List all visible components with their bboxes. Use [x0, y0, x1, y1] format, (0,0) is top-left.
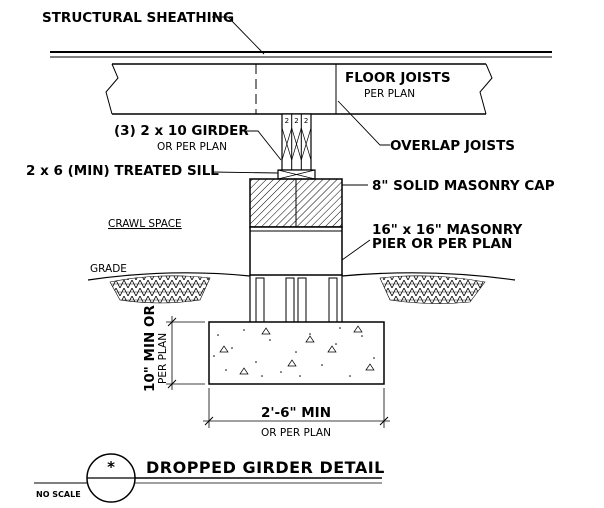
footing-height-dimension	[166, 316, 205, 390]
svg-text:2: 2	[304, 117, 308, 125]
scale-note: NO SCALE	[36, 490, 81, 499]
label-overlap-joists: OVERLAP JOISTS	[390, 138, 515, 154]
girder: 2 2 2	[281, 113, 312, 171]
treated-sill	[277, 169, 316, 180]
label-pier-line1: 16" x 16" MASONRY	[372, 222, 522, 238]
label-structural-sheathing: STRUCTURAL SHEATHING	[42, 10, 234, 26]
structural-sheathing	[50, 51, 552, 58]
label-grade: GRADE	[90, 263, 127, 275]
label-crawl-space: CRAWL SPACE	[108, 218, 182, 230]
label-girder-sub: OR PER PLAN	[157, 141, 227, 153]
detail-symbol: *	[107, 458, 115, 476]
label-footing-width-sub: OR PER PLAN	[261, 427, 331, 439]
label-footing-height-line1: 10" MIN OR	[142, 305, 158, 392]
footing-width-dimension	[203, 388, 390, 428]
label-floor-joists: FLOOR JOISTS	[345, 70, 451, 86]
concrete-footing	[208, 321, 385, 385]
label-girder: (3) 2 x 10 GIRDER	[114, 123, 249, 139]
label-masonry-cap: 8" SOLID MASONRY CAP	[372, 178, 555, 194]
label-pier-line2: PIER OR PER PLAN	[372, 236, 512, 252]
svg-text:2: 2	[285, 117, 289, 125]
grade-earth	[87, 272, 516, 304]
label-footing-width: 2'-6" MIN	[261, 405, 331, 421]
detail-title: DROPPED GIRDER DETAIL	[146, 458, 385, 477]
pier-below-grade	[249, 275, 343, 323]
label-footing-height-line2: PER PLAN	[157, 333, 169, 384]
detail-title-block	[34, 453, 382, 503]
label-floor-joists-sub: PER PLAN	[364, 88, 415, 100]
masonry-cap	[249, 178, 343, 228]
leader-lines	[211, 16, 390, 261]
svg-text:2: 2	[294, 117, 298, 125]
label-treated-sill: 2 x 6 (MIN) TREATED SILL	[26, 163, 219, 179]
masonry-pier	[249, 226, 343, 276]
